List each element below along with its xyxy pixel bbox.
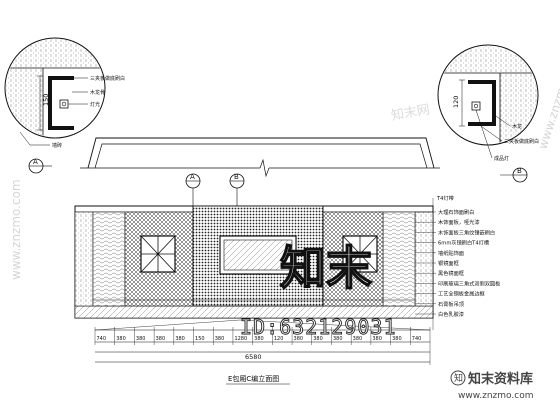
elevation-note: 工艺全钢板金属边框 bbox=[438, 290, 485, 298]
dimension-label: 380 bbox=[156, 336, 166, 342]
dimension-labels: 740 380 380 380 380 150 380 1280 380 120 380 380 380… bbox=[94, 327, 431, 365]
detail-right-dimension: 120 bbox=[452, 96, 460, 108]
detail-right-callout-2: 三夹板做底刷白 bbox=[504, 138, 539, 145]
elevation-note: 石膏板吊顶 bbox=[438, 300, 464, 308]
dimension-label: 380 bbox=[372, 336, 382, 342]
brand-icon: 知 bbox=[454, 372, 463, 384]
dimension-label: 120 bbox=[274, 336, 284, 342]
watermark-logo: 知末 bbox=[280, 241, 372, 295]
note-t4: T4灯带 bbox=[436, 194, 454, 202]
watermark-url-left: www.znzmo.com bbox=[9, 179, 23, 280]
detail-circle-left: 150 三夹板做底刷白 木龙骨 灯光 墙砖 A bbox=[4, 37, 125, 174]
elevation-note: 6mm灰镜刷白T4灯槽 bbox=[438, 239, 489, 247]
dimension-label: 380 bbox=[116, 336, 126, 342]
dimension-label: 380 bbox=[392, 336, 402, 342]
watermark-url-right: www.znzmo.com bbox=[536, 51, 560, 151]
drawing-title: E包厢C编立面图 bbox=[228, 374, 279, 383]
watermark-id: ID:632129031 bbox=[240, 315, 397, 339]
section-marker-a: A bbox=[185, 173, 201, 206]
elevation-note: 银镜面框 bbox=[438, 259, 459, 267]
elevation-wall bbox=[74, 205, 434, 319]
elevation-note: 木饰面板，哑光漆 bbox=[438, 218, 480, 226]
elevation-notes: T4灯带 bbox=[432, 194, 454, 330]
overall-dimension: 6580 bbox=[245, 353, 262, 361]
dimension-label: 380 bbox=[254, 336, 264, 342]
dimension-label: 380 bbox=[175, 336, 185, 342]
dimension-label: 1280 bbox=[234, 336, 247, 342]
ceiling-outline bbox=[80, 137, 440, 178]
brand-name: 知末资料库 bbox=[468, 371, 533, 387]
elevation-note: 大理石饰面刷白 bbox=[438, 208, 474, 216]
detail-right-marker: B bbox=[517, 167, 522, 175]
detail-left-dimension: 150 bbox=[42, 94, 50, 106]
section-marker-b: B bbox=[229, 173, 245, 206]
detail-right-callout-1: 木龙 bbox=[512, 123, 522, 130]
brand-url: www.znzmo.com bbox=[458, 391, 533, 401]
elevation-note: 木饰面板三角纹镶嵌刷白 bbox=[438, 228, 495, 236]
detail-left-callout-3: 灯光 bbox=[90, 101, 100, 108]
watermark-side: 知末网 bbox=[390, 101, 431, 124]
dimension-label: 380 bbox=[313, 336, 323, 342]
dimension-label: 380 bbox=[136, 336, 146, 342]
detail-left-bottom-label: 墙砖 bbox=[52, 142, 62, 149]
section-marker-a-label: A bbox=[190, 173, 195, 181]
elevation-note: 墙纸贴饰面 bbox=[438, 249, 464, 257]
dimension-label: 380 bbox=[215, 336, 225, 342]
detail-right-callout-3: 成品灯 bbox=[494, 155, 509, 162]
dimension-lines bbox=[94, 319, 431, 363]
dimension-label: 380 bbox=[294, 336, 304, 342]
detail-left-callout-1: 三夹板做底刷白 bbox=[90, 75, 125, 82]
elevation-note: 印刷玻璃三角式双侧双圆板 bbox=[438, 279, 501, 287]
detail-left-marker: A bbox=[33, 158, 38, 166]
dimension-label: 380 bbox=[353, 336, 363, 342]
dimension-label: 380 bbox=[333, 336, 343, 342]
detail-left-callout-2: 木龙骨 bbox=[90, 89, 105, 96]
section-marker-b-label: B bbox=[234, 173, 239, 181]
elevation-note: 白色乳胶漆 bbox=[438, 310, 464, 318]
detail-circle-right: 120 木龙 三夹板做底刷白 成品灯 B bbox=[437, 44, 539, 183]
dimension-label: 740 bbox=[412, 336, 422, 342]
dimension-label: 740 bbox=[97, 336, 107, 342]
elevation-note: 黑色镜面框 bbox=[438, 269, 464, 277]
dimension-label: 150 bbox=[195, 336, 205, 342]
brand-badge: 知 知末资料库 www.znzmo.com bbox=[450, 370, 533, 401]
